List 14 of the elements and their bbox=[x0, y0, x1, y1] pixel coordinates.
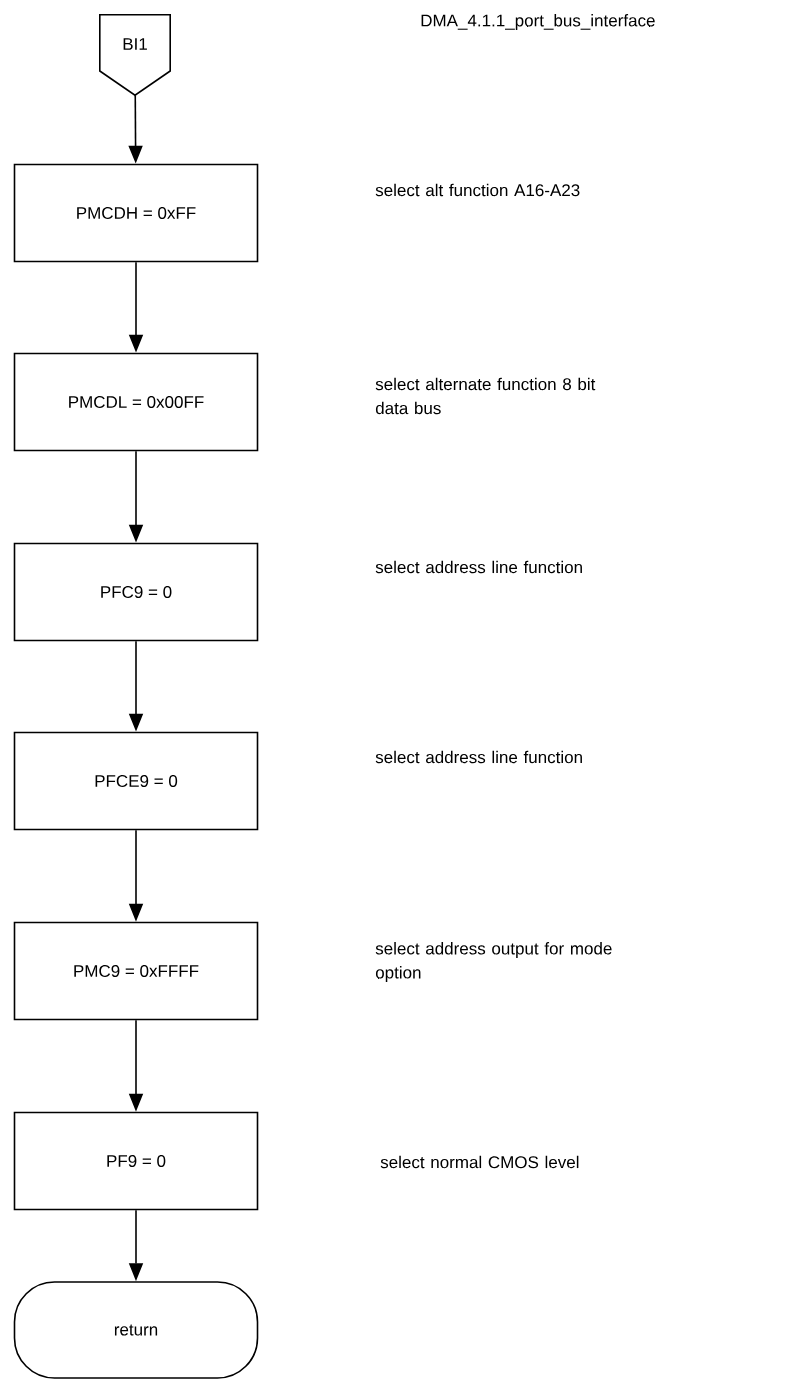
process-box: PMCDH = 0xFF bbox=[13, 163, 259, 263]
annotation: select alt function A16-A23 bbox=[375, 183, 580, 197]
annotation: select address output for mode option bbox=[375, 942, 612, 982]
annotation: select address line function bbox=[375, 750, 582, 764]
process-box: PFCE9 = 0 bbox=[13, 731, 259, 831]
process-box: PMC9 = 0xFFFF bbox=[13, 921, 259, 1021]
process-box: PFC9 = 0 bbox=[13, 542, 259, 642]
annotation: select normal CMOS level bbox=[380, 1155, 579, 1169]
diagram-title: DMA_4.1.1_port_bus_interface bbox=[421, 14, 655, 30]
annotation: select address line function bbox=[375, 560, 582, 574]
off-page-connector: BI1 bbox=[99, 13, 171, 97]
process-box: PF9 = 0 bbox=[13, 1111, 259, 1211]
process-box: PMCDL = 0x00FF bbox=[13, 352, 259, 452]
annotation: select alternate function 8 bit data bus bbox=[375, 377, 596, 415]
